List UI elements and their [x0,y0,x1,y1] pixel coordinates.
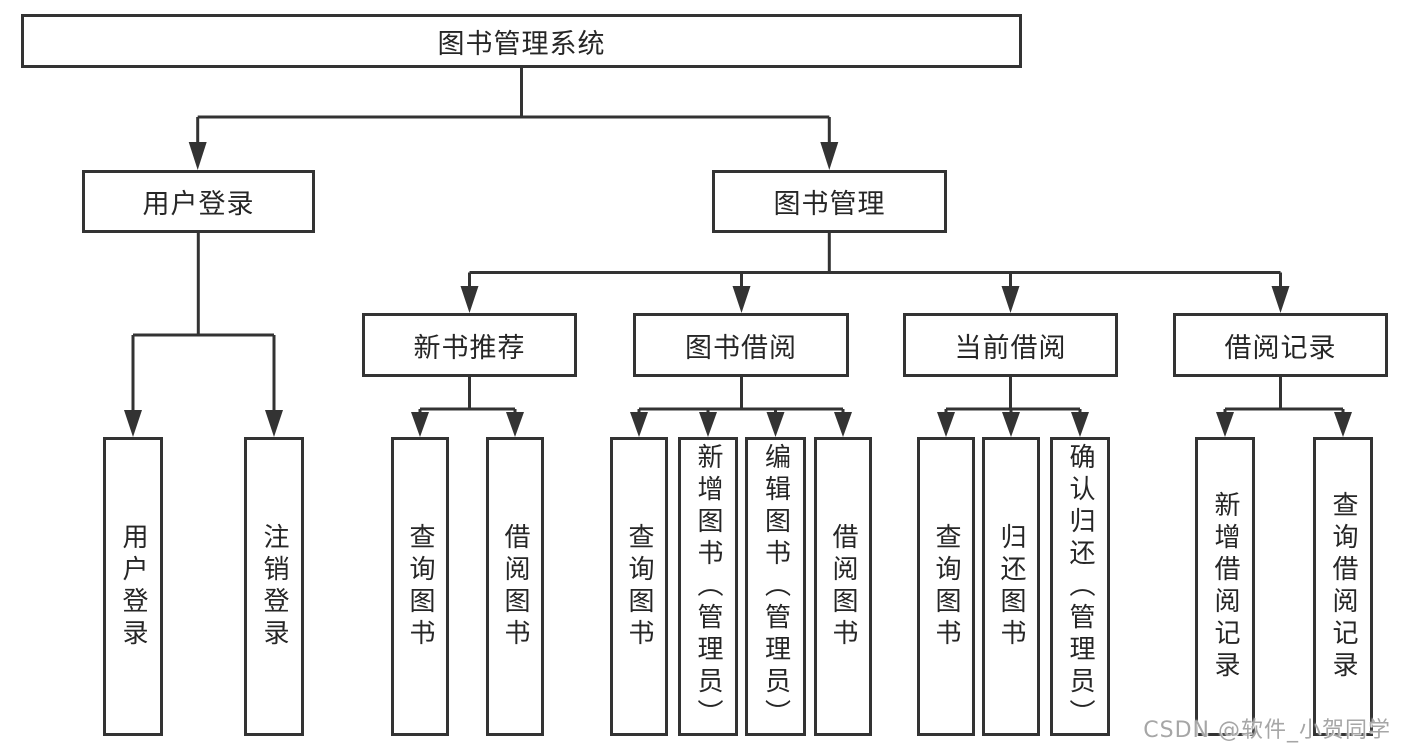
node-book-management: 图书管理 [712,170,947,233]
leaf-add-book-admin-label: 新增图书（管理员） [693,442,723,731]
node-borrowing-records-label: 借阅记录 [1224,332,1337,364]
leaf-edit-book-admin: 编辑图书（管理员） [745,437,806,736]
arrowheads [124,142,1352,437]
leaf-return-books: 归还图书 [982,437,1040,736]
node-borrowing-records: 借阅记录 [1173,313,1388,377]
leaf-query-books-borrowing-label: 查询图书 [624,522,654,651]
leaf-query-borrow-record-label: 查询借阅记录 [1328,490,1358,683]
leaf-confirm-return-admin: 确认归还（管理员） [1050,437,1110,736]
leaf-query-books-recommend: 查询图书 [391,437,449,736]
node-book-management-label: 图书管理 [773,189,886,220]
node-current-borrowing-label: 当前借阅 [954,332,1067,364]
node-user-login-group-label: 用户登录 [142,189,255,220]
leaf-add-book-admin: 新增图书（管理员） [678,437,738,736]
leaf-add-borrow-record-label: 新增借阅记录 [1210,490,1240,683]
leaf-add-borrow-record: 新增借阅记录 [1195,437,1255,736]
leaf-user-login: 用户登录 [103,437,163,736]
leaf-confirm-return-admin-label: 确认归还（管理员） [1065,442,1095,731]
csdn-watermark: CSDN @软件_小贺同学 [1143,718,1391,743]
leaf-query-books-recommend-label: 查询图书 [405,522,435,651]
node-library-system-label: 图书管理系统 [437,28,606,60]
node-current-borrowing: 当前借阅 [903,313,1118,377]
node-book-borrowing-label: 图书借阅 [685,332,797,364]
node-library-system: 图书管理系统 [21,14,1022,68]
leaf-query-books-current-label: 查询图书 [931,522,961,651]
node-user-login-group: 用户登录 [82,170,315,233]
node-new-book-recommend: 新书推荐 [362,313,577,377]
node-new-book-recommend-label: 新书推荐 [413,332,526,364]
leaf-borrow-books-borrowing: 借阅图书 [814,437,872,736]
leaf-query-books-borrowing: 查询图书 [610,437,668,736]
leaf-query-books-current: 查询图书 [917,437,975,736]
leaf-edit-book-admin-label: 编辑图书（管理员） [760,442,791,731]
leaf-user-login-label: 用户登录 [118,522,148,651]
leaf-logout: 注销登录 [244,437,304,736]
node-book-borrowing: 图书借阅 [633,313,849,377]
leaf-borrow-books-recommend-label: 借阅图书 [500,522,530,651]
leaf-return-books-label: 归还图书 [996,522,1026,651]
leaf-borrow-books-borrowing-label: 借阅图书 [828,522,858,651]
leaf-borrow-books-recommend: 借阅图书 [486,437,544,736]
leaf-logout-label: 注销登录 [259,522,289,651]
leaf-query-borrow-record: 查询借阅记录 [1313,437,1373,736]
